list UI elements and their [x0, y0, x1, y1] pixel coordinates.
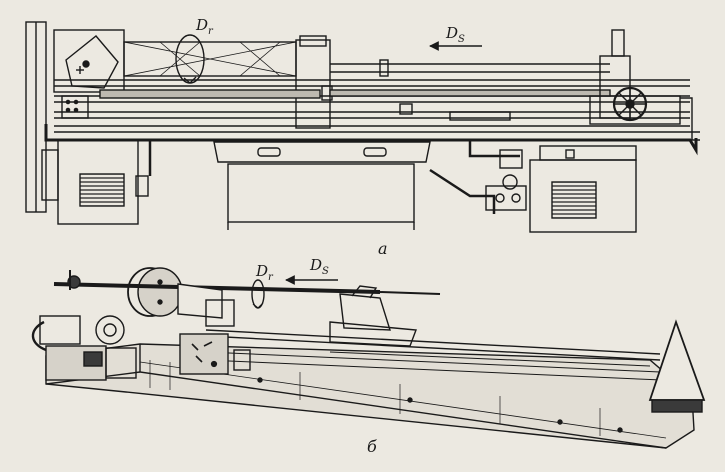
machine-a-feed-label: D	[445, 24, 458, 42]
machine-b-motor	[39, 315, 81, 345]
machine-b-chuck-housing	[177, 283, 223, 319]
machine-b-rotation-label: D	[255, 262, 268, 280]
machine-a-carriage	[295, 39, 331, 129]
machine-b-pulley	[127, 267, 183, 317]
machine-a-labels: Dr DS а	[195, 16, 465, 258]
svg-text:DS: DS	[309, 256, 329, 277]
machine-a-pipe	[44, 124, 698, 156]
machine-a-left-vent	[79, 173, 125, 207]
machine-b	[31, 267, 706, 449]
svg-text:Dr: Dr	[255, 262, 274, 283]
svg-text:Dr: Dr	[195, 16, 214, 37]
machine-a-feed-sub: S	[458, 34, 465, 45]
machine-b-control-panel	[179, 333, 229, 375]
machine-b-labels: Dr DS б	[255, 256, 377, 456]
machine-a-chuck	[65, 35, 119, 89]
machine-a-handwheel	[612, 86, 648, 122]
machine-a-rotation-label: D	[195, 16, 208, 34]
machine-b-feed-label: D	[309, 256, 322, 274]
machine-a-tray	[213, 141, 431, 163]
machine-a-under-box	[227, 163, 415, 223]
machine-a-bed-rails	[54, 79, 700, 141]
machine-a-rotation-sub: r	[208, 26, 214, 37]
machine-b-carriage	[339, 293, 391, 331]
machine-b-feed-sub: S	[322, 266, 329, 277]
machine-a-pump	[485, 149, 527, 211]
machine-a-caption: а	[378, 239, 388, 258]
machine-b-caption: б	[367, 437, 377, 456]
machine-a	[25, 21, 700, 233]
machine-b-rotation-sub: r	[268, 272, 274, 283]
svg-text:DS: DS	[445, 24, 465, 45]
machine-a-right-vent	[551, 181, 597, 219]
